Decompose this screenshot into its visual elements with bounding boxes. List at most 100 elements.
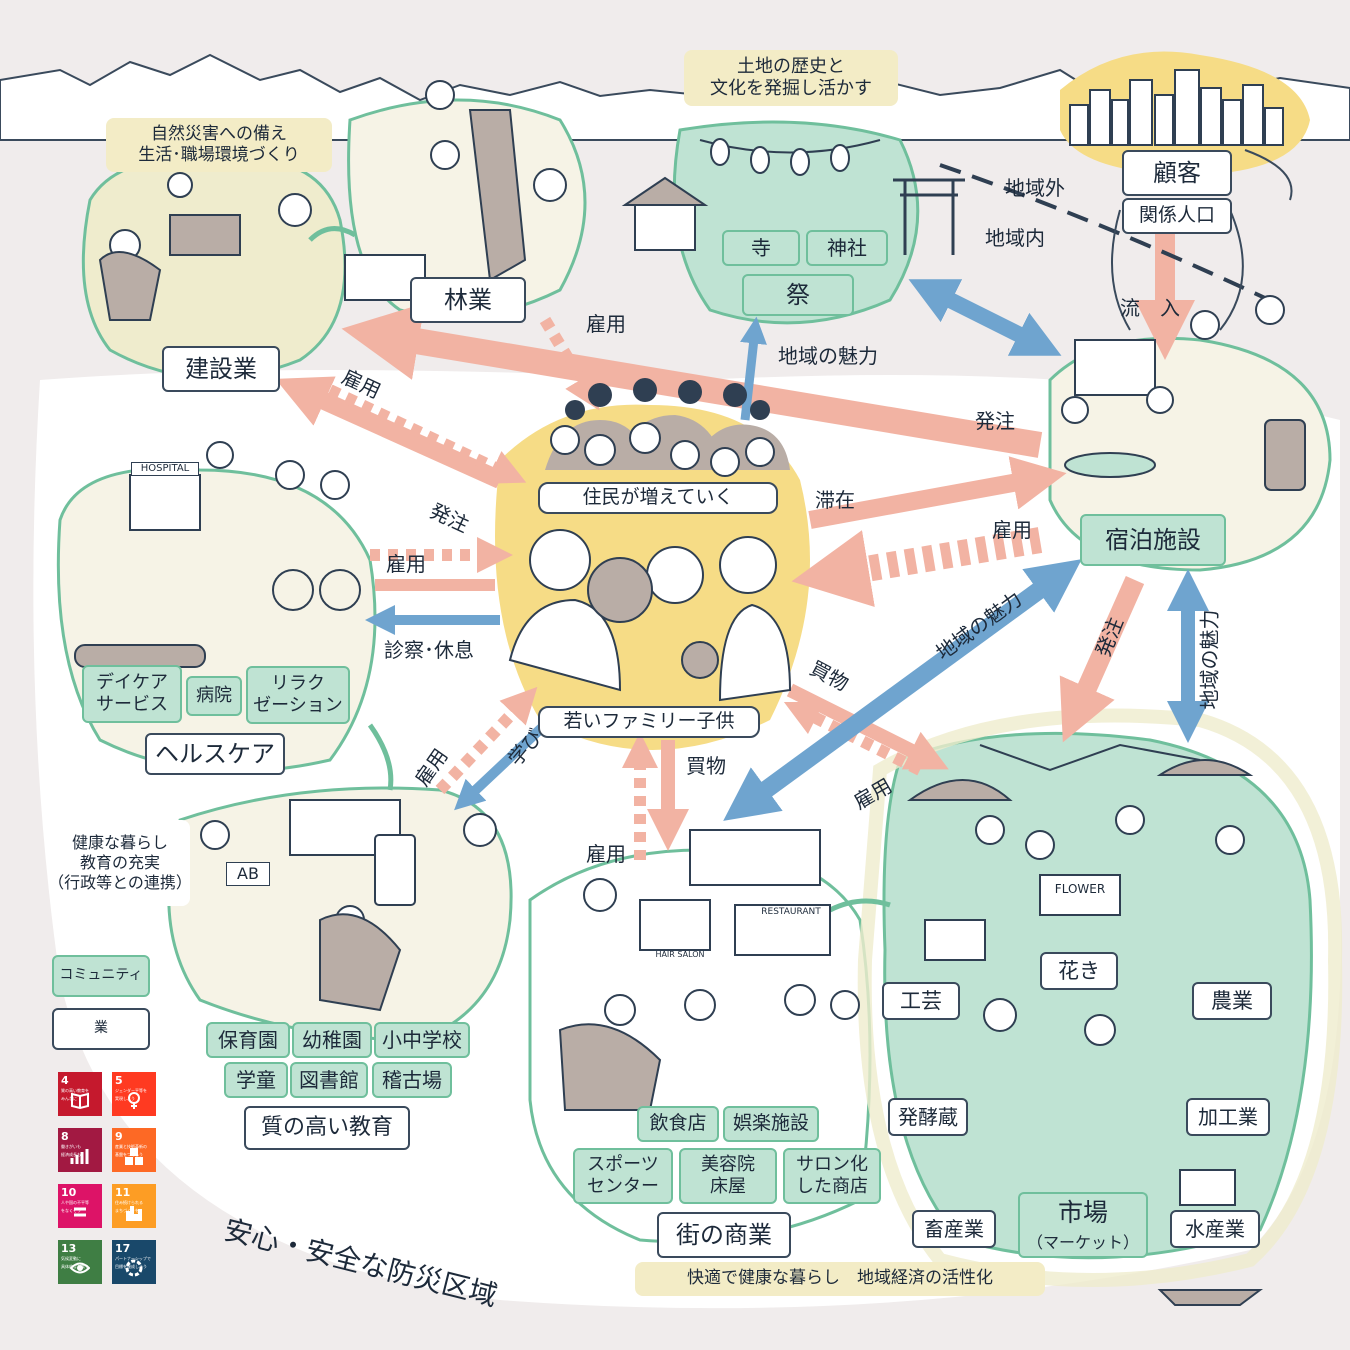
resident-crowd [508, 378, 792, 702]
arrow-lodging-to-market [1059, 575, 1145, 743]
flow-order-lodging: 発注 [975, 409, 1015, 433]
arrow-residents-to-construction [275, 376, 504, 489]
lodging-label: 宿泊施設 [1080, 514, 1226, 566]
lodging-people [1061, 295, 1306, 491]
construction-workers [98, 172, 312, 321]
flower-ring-icon [125, 1259, 143, 1277]
flowers-label: 花き [1040, 952, 1118, 990]
kankei-jinko-label: 関係人口 [1122, 198, 1232, 234]
flower-sign: FLOWER [1054, 881, 1106, 896]
region-festival [672, 120, 920, 325]
market-sub-label: （マーケット） [1018, 1230, 1148, 1258]
flow-stay: 滞在 [815, 488, 855, 512]
customer-label: 顧客 [1122, 150, 1232, 196]
family-group [508, 529, 792, 702]
history-note: 土地の歴史と 文化を発掘し活かす [684, 50, 898, 106]
education-note: 健康な暮らし 教育の充実 （行政等との連携） [48, 820, 192, 906]
dashed-forestry-residents [539, 316, 600, 411]
sdg-goal-text: 質の高い教育を みんなに [61, 1088, 89, 1101]
sdg-goal-number: 4 [61, 1074, 69, 1087]
blue-residents-festival [740, 316, 767, 421]
sdg-goal-number: 8 [61, 1130, 69, 1143]
sdg-goal-number: 9 [115, 1130, 123, 1143]
town-commerce-label: 街の商業 [657, 1212, 791, 1258]
region-boundary-line [939, 163, 1281, 307]
sdg-goal-text: 産業と技術革新の 基盤をつくろう [115, 1144, 147, 1157]
forestry-label: 林業 [410, 277, 526, 323]
healthcare-label: ヘルスケア [145, 733, 285, 775]
salon-shop-label: サロン化 した商店 [783, 1148, 881, 1204]
relaxation-label: リラク ゼーション [246, 666, 350, 724]
flow-exam-rest: 診察･休息 [384, 638, 474, 662]
book-icon [71, 1092, 89, 1110]
city-skyline [1069, 69, 1284, 146]
market-stalls [906, 743, 1263, 1306]
hospital-sign: HOSPITAL [131, 462, 199, 476]
inside-area-label: 地域内 [985, 226, 1045, 250]
sdg-goal-text: パートナーシップで 目標を達成しよう [115, 1256, 151, 1269]
inflow-label: 流 入 [1120, 296, 1180, 320]
equality-icon [74, 1207, 86, 1217]
sdg-goal-number: 5 [115, 1074, 123, 1087]
daycare-label: デイケア サービス [82, 665, 182, 723]
faces [550, 422, 775, 477]
hair-salon-sign: HAIR SALON [655, 950, 705, 959]
sdg-goal-number: 10 [61, 1186, 77, 1199]
temple-label: 寺 [722, 230, 800, 266]
gender-icon [128, 1092, 140, 1109]
blue-festival-lodging [908, 279, 1062, 356]
afterschool-label: 学童 [224, 1062, 288, 1098]
sdg-goal-number: 17 [115, 1242, 131, 1255]
sdg-goal-text: 働きがいも 経済成長も [61, 1144, 81, 1157]
residents-grow-label: 住民が増えていく [538, 482, 778, 514]
restaurant-sign: RESTAURANT [761, 907, 821, 918]
sdg-goal-text: 住み続けられる まちづくりを [115, 1200, 143, 1213]
young-family-label: 若いファミリー子供 [538, 706, 760, 738]
arrow-residents-to-lodging [808, 456, 1067, 529]
shrine-label: 神社 [806, 230, 888, 266]
sdg-goal-number: 13 [61, 1242, 77, 1255]
arrow-lodging-to-construction [341, 302, 1043, 458]
sdg-goal-text: ジェンダー平等を 実現しよう [115, 1088, 147, 1101]
quality-education-label: 質の高い教育 [244, 1106, 410, 1150]
processing-label: 加工業 [1186, 1098, 1270, 1136]
livestock-label: 畜産業 [912, 1210, 996, 1248]
dark-silhouettes [565, 378, 770, 420]
ab-sign: AB [226, 862, 270, 886]
flow-koyo-forestry: 雇用 [586, 312, 626, 336]
hospital-label: 病院 [186, 676, 242, 716]
blue-residents-education [454, 716, 554, 811]
city-icon [126, 1206, 142, 1221]
agriculture-label: 農業 [1192, 982, 1272, 1020]
flow-koyo-healthcare: 雇用 [386, 552, 426, 576]
temple-illustration [621, 176, 709, 251]
flow-koyo-lodging: 雇用 [992, 518, 1032, 542]
nursery-label: 保育園 [206, 1022, 290, 1058]
market-label: 市場 [1018, 1192, 1148, 1232]
fishery-label: 水産業 [1170, 1210, 1260, 1248]
sdg-goal-number: 11 [115, 1186, 131, 1199]
torii-gate [893, 178, 965, 255]
eye-earth-icon [70, 1262, 90, 1274]
beauty-salon-label: 美容院 床屋 [679, 1148, 777, 1204]
growth-chart-icon [70, 1149, 89, 1164]
highway [1111, 149, 1293, 331]
green-town-market [828, 898, 891, 913]
restaurant-label: 飲食店 [637, 1106, 719, 1142]
kindergarten-label: 幼稚園 [292, 1022, 372, 1058]
flow-attraction-lodging: 地域の魅力 [1197, 609, 1222, 710]
blue-lodging-town [723, 559, 1082, 821]
sports-center-label: スポーツ センター [573, 1148, 673, 1204]
dojo-label: 稽古場 [372, 1062, 452, 1098]
school-label: 小中学校 [374, 1022, 470, 1058]
festival-lanterns [699, 138, 881, 176]
flow-shopping-town: 買物 [686, 754, 726, 778]
dashed-construction-residents [327, 384, 527, 484]
green-connectors [308, 226, 891, 913]
